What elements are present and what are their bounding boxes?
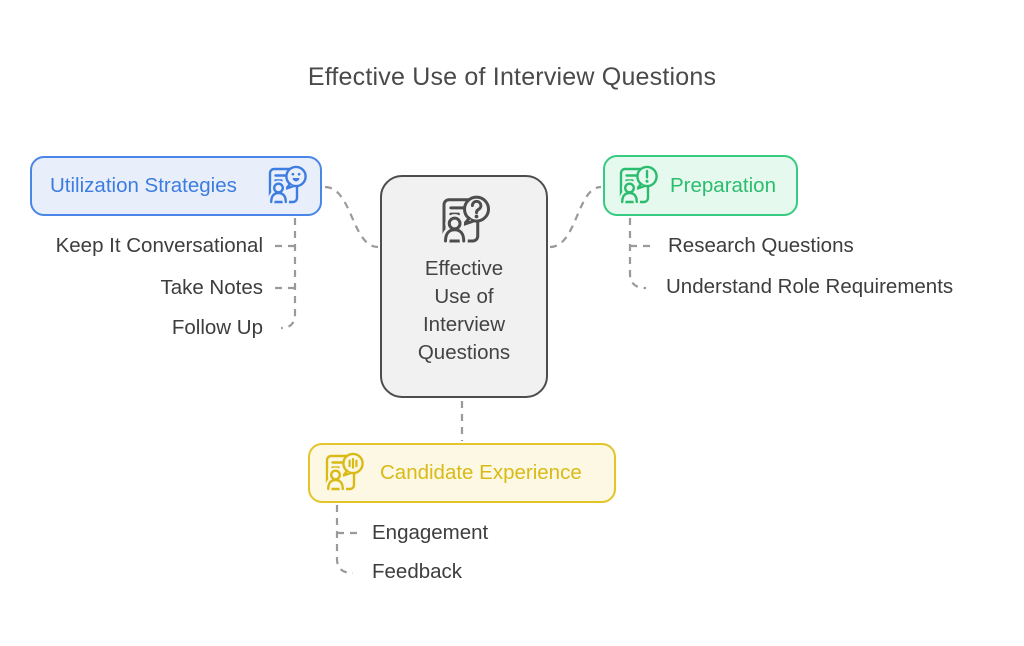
person-chat-question-icon — [434, 191, 494, 251]
center-node[interactable]: Effective Use of Interview Questions — [380, 175, 548, 398]
branch-label: Utilization Strategies — [50, 174, 237, 197]
item-engagement: Engagement — [372, 521, 489, 544]
item-keep-it-conversational: Keep It Conversational — [55, 234, 263, 257]
branch-label: Candidate Experience — [380, 461, 582, 484]
item-follow-up: Follow Up — [171, 316, 263, 339]
person-chat-smiley-icon — [262, 162, 310, 210]
connector-blue-items-spine — [280, 218, 297, 330]
connector-green-items-spine — [628, 218, 647, 290]
branch-utilization-strategies[interactable]: Utilization Strategies — [30, 156, 322, 216]
item-research-questions: Research Questions — [668, 234, 854, 257]
page-title: Effective Use of Interview Questions — [307, 63, 717, 91]
person-chat-bars-icon — [319, 449, 367, 497]
item-feedback: Feedback — [372, 560, 463, 583]
branch-preparation[interactable]: Preparation — [603, 155, 798, 216]
branch-label: Preparation — [670, 173, 776, 197]
connector-yellow-items-spine — [335, 505, 354, 575]
person-chat-exclamation-icon — [613, 162, 661, 210]
connector-center-to-green — [549, 185, 602, 249]
connector-center-to-blue — [324, 185, 379, 249]
item-take-notes: Take Notes — [160, 276, 263, 299]
item-understand-role-requirements: Understand Role Requirements — [666, 275, 954, 298]
center-node-label: Effective Use of Interview Questions — [417, 257, 511, 364]
branch-candidate-experience[interactable]: Candidate Experience — [308, 443, 616, 503]
